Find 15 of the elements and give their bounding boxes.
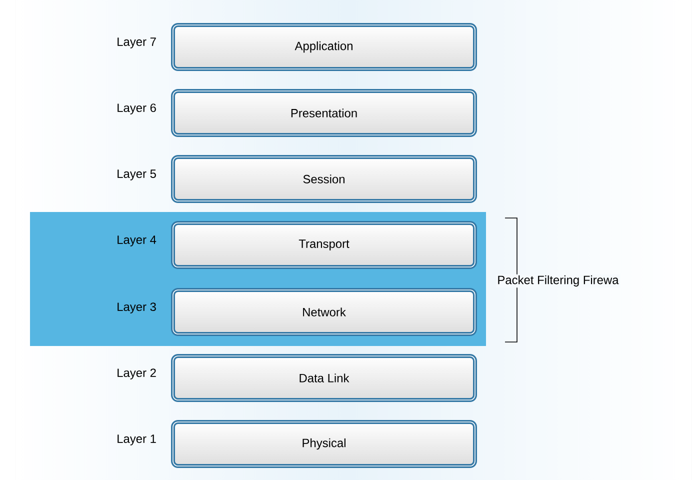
layer-box: Application [171, 23, 477, 71]
layer-box: Physical [171, 420, 477, 468]
layer-box: Network [171, 288, 477, 336]
layer-box: Presentation [171, 89, 477, 137]
layer-label: Layer 1 [118, 434, 156, 446]
layer-label: Layer 5 [118, 170, 156, 180]
layer-label: Layer 3 [118, 302, 156, 314]
layer-label: Layer 2 [118, 368, 156, 380]
layer-box: Data Link [171, 354, 477, 402]
layer-box: Transport [171, 221, 477, 269]
layer-box: Session [171, 155, 477, 203]
bracket-label: Packet Filtering Firewa [496, 274, 620, 288]
layer-label: Layer 6 [118, 104, 156, 114]
layer-label: Layer 7 [118, 38, 156, 48]
layer-label: Layer 4 [118, 236, 156, 246]
